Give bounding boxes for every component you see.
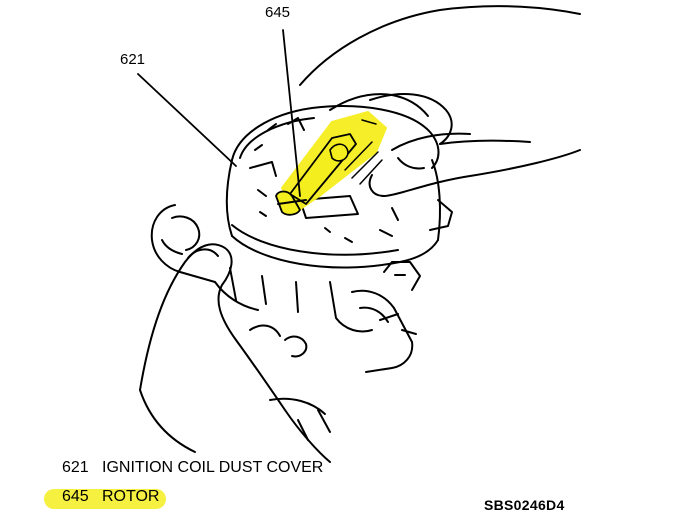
callout-label-rotor: 645 — [265, 4, 291, 21]
figure-id: SBS0246D4 — [484, 497, 565, 513]
distributor-body — [150, 105, 453, 441]
legend-item-dust-cover: 621 IGNITION COIL DUST COVER — [62, 459, 323, 477]
rotor — [275, 111, 387, 216]
callout-label-cover: 621 — [120, 51, 146, 68]
legend-label: ROTOR — [102, 488, 160, 505]
legend-label: IGNITION COIL DUST COVER — [102, 459, 324, 476]
leader-line-621 — [137, 73, 237, 167]
legend-highlight — [44, 489, 166, 509]
legend-item-rotor: 645 ROTOR — [62, 488, 159, 506]
legend-number: 645 — [62, 488, 89, 505]
legend-number: 621 — [62, 459, 89, 476]
leader-line-645 — [282, 29, 301, 197]
upper-hand — [299, 5, 581, 197]
lower-hand — [139, 243, 331, 463]
